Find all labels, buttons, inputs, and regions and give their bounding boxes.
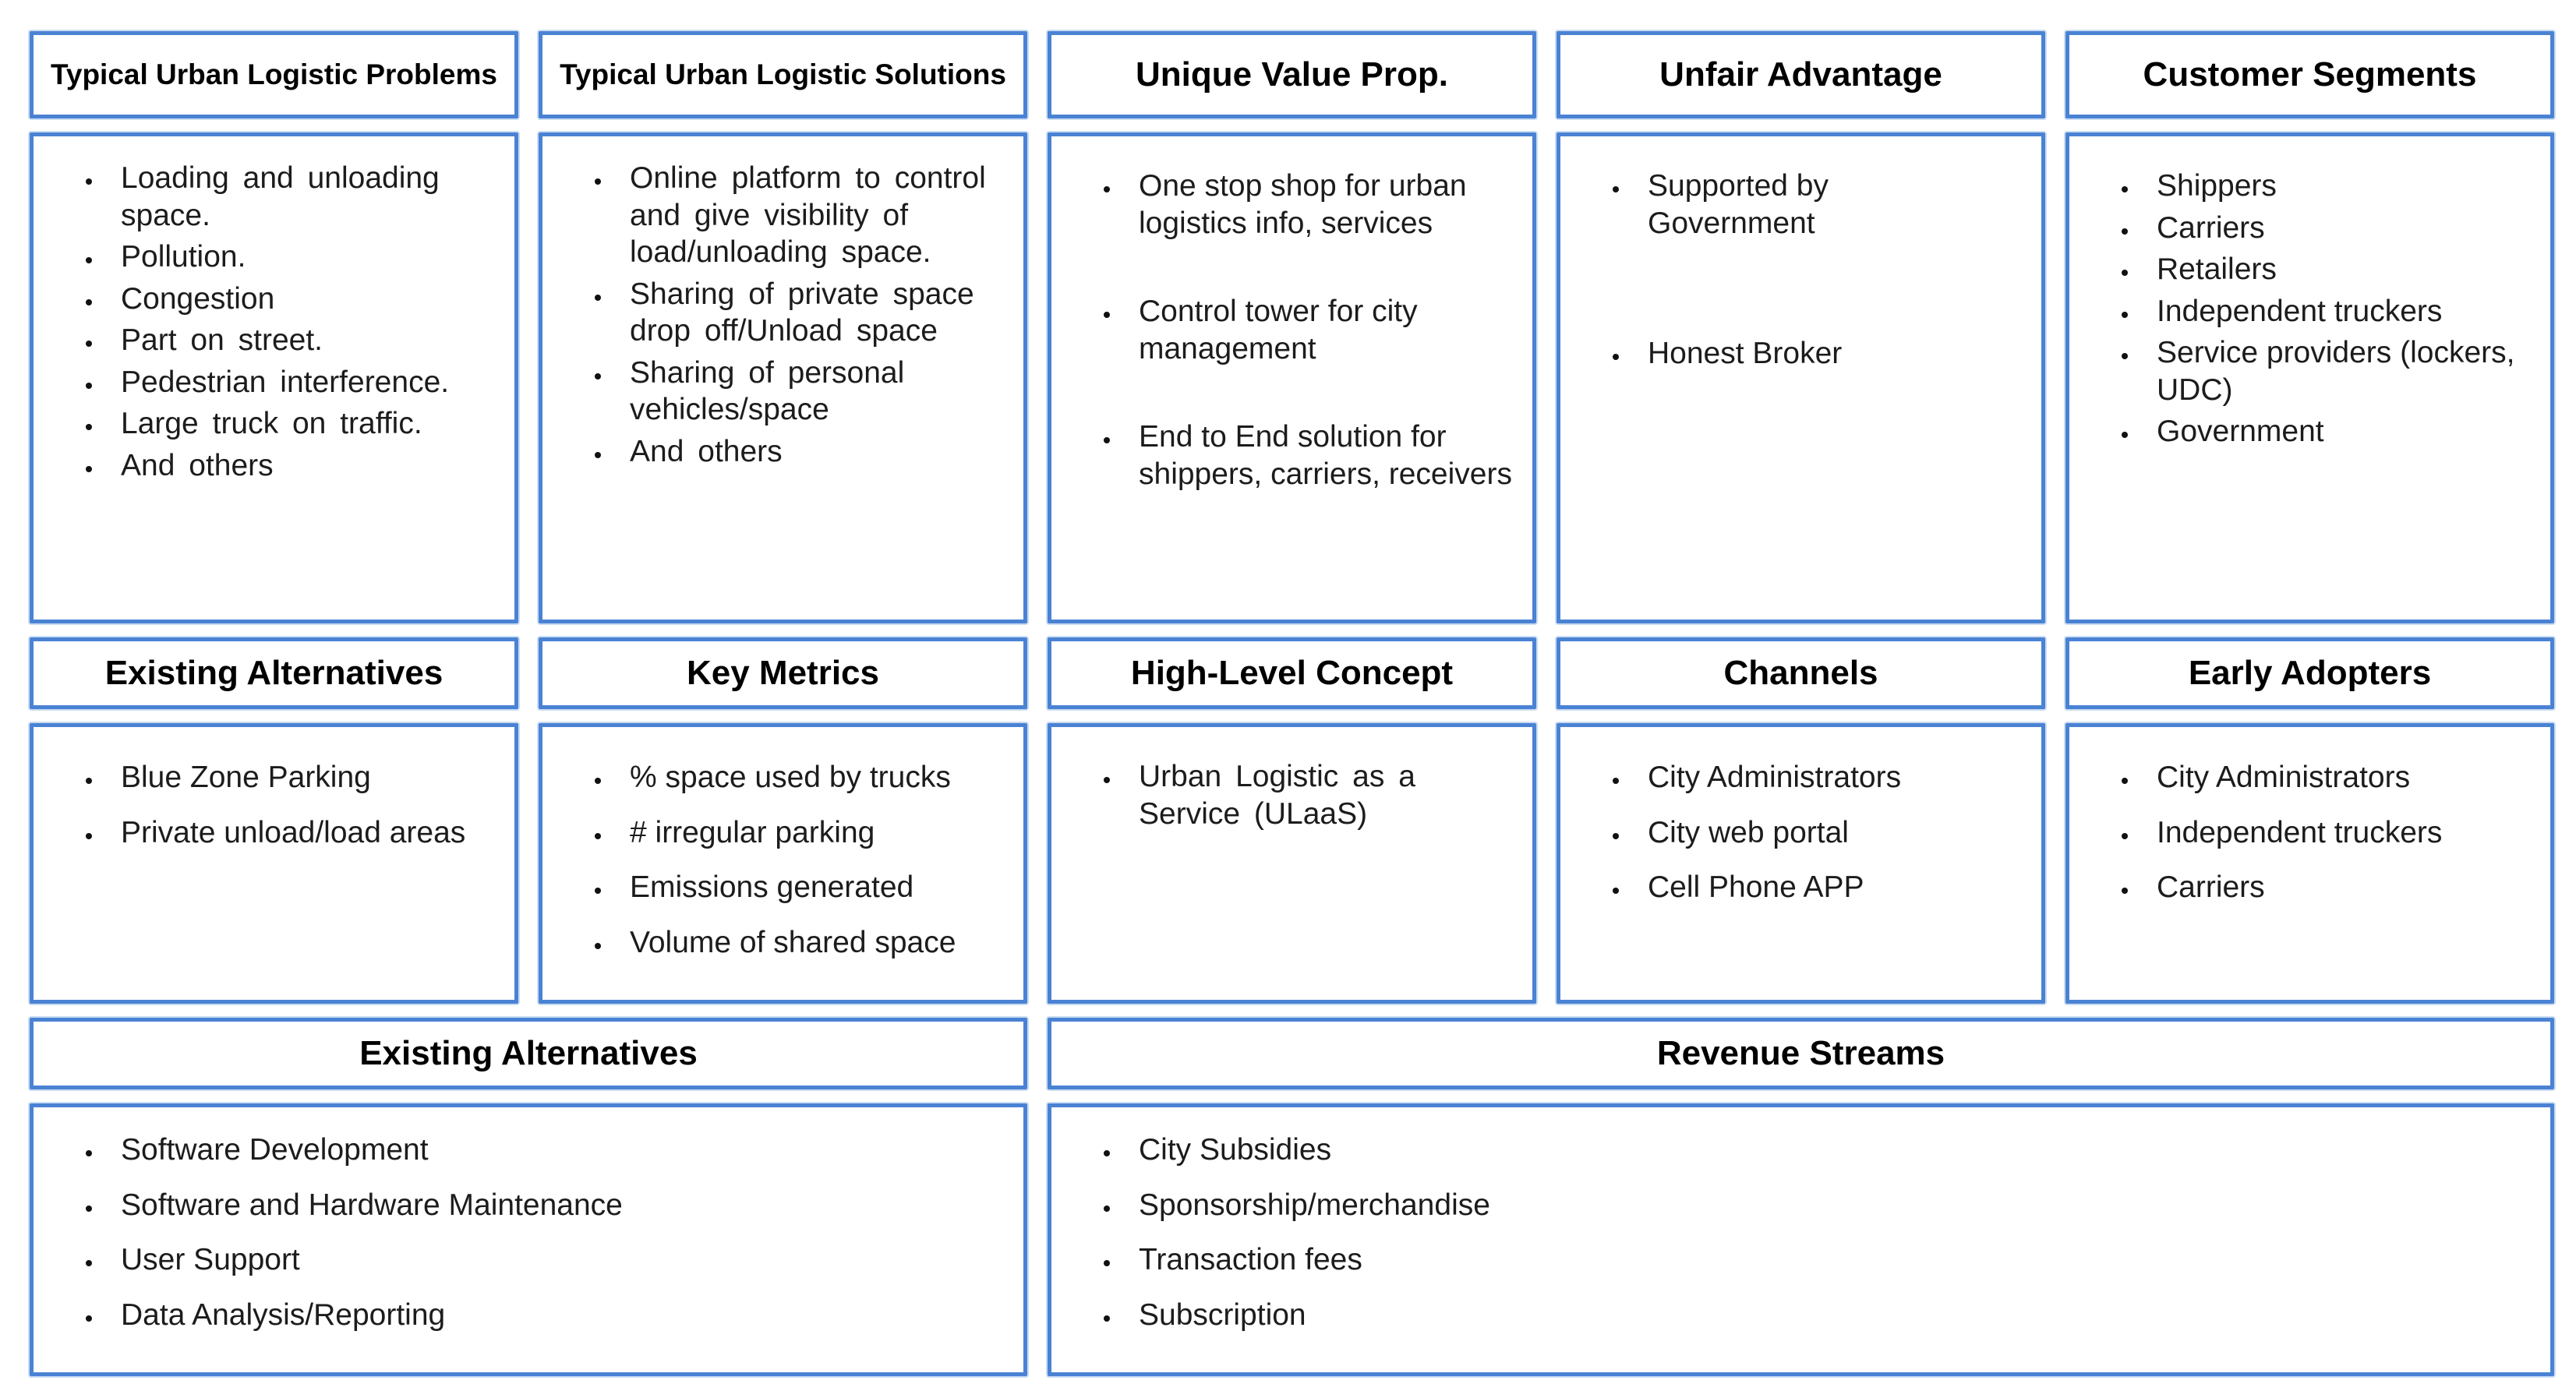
customer-segments-header-label: Customer Segments xyxy=(2143,55,2477,94)
early-adopters-header-label: Early Adopters xyxy=(2188,653,2432,692)
list-item: Private unload/load areas xyxy=(104,814,496,853)
list-item: Honest Broker xyxy=(1631,335,1983,372)
list-item: Subscription xyxy=(1122,1296,2532,1336)
revenue-streams-body: City Subsidies Sponsorship/merchandise T… xyxy=(1048,1103,2554,1376)
list-item: Pollution. xyxy=(104,238,496,276)
list-item: Software and Hardware Maintenance xyxy=(104,1186,1005,1226)
list-item: % space used by trucks xyxy=(613,758,1005,798)
list-item: Urban Logistic as a Service (ULaaS) xyxy=(1122,758,1514,832)
list-item: Shippers xyxy=(2140,168,2532,205)
list-item: Congestion xyxy=(104,281,496,318)
list-item: City Administrators xyxy=(2140,758,2532,798)
list-item: One stop shop for urban logistics info, … xyxy=(1122,168,1514,242)
problems-list: Loading and unloading space. Pollution. … xyxy=(60,160,496,485)
early-adopters-body: City Administrators Independent truckers… xyxy=(2065,723,2554,1004)
list-item: Cell Phone APP xyxy=(1631,868,2023,908)
list-item: Transaction fees xyxy=(1122,1241,2532,1280)
key-metrics-header-label: Key Metrics xyxy=(686,653,879,692)
key-metrics-body: % space used by trucks # irregular parki… xyxy=(539,723,1027,1004)
solutions-header-label: Typical Urban Logistic Solutions xyxy=(560,58,1006,90)
high-level-concept-list: Urban Logistic as a Service (ULaaS) xyxy=(1078,758,1514,832)
existing-alternatives-body: Blue Zone Parking Private unload/load ar… xyxy=(30,723,518,1004)
list-item: Volume of shared space xyxy=(613,923,1005,963)
customer-segments-body: Shippers Carriers Retailers Independent … xyxy=(2065,132,2554,623)
list-item: Sharing of private space drop off/Unload… xyxy=(613,276,1005,350)
list-item: End to End solution for shippers, carrie… xyxy=(1122,418,1514,492)
channels-body: City Administrators City web portal Cell… xyxy=(1557,723,2045,1004)
list-item: Sponsorship/merchandise xyxy=(1122,1186,2532,1226)
list-item: # irregular parking xyxy=(613,814,1005,853)
solutions-list: Online platform to control and give visi… xyxy=(569,160,1005,471)
unique-value-prop-header-label: Unique Value Prop. xyxy=(1136,55,1448,94)
unfair-advantage-header: Unfair Advantage xyxy=(1557,31,2045,118)
cost-structure-header-label: Existing Alternatives xyxy=(359,1033,698,1072)
cost-structure-body: Software Development Software and Hardwa… xyxy=(30,1103,1027,1376)
key-metrics-list: % space used by trucks # irregular parki… xyxy=(569,758,1005,963)
cost-structure-header: Existing Alternatives xyxy=(30,1018,1027,1089)
existing-alternatives-list: Blue Zone Parking Private unload/load ar… xyxy=(60,758,496,853)
list-item: And others xyxy=(104,447,496,485)
channels-header-label: Channels xyxy=(1723,653,1878,692)
list-item: Independent truckers xyxy=(2140,293,2532,330)
solutions-header: Typical Urban Logistic Solutions xyxy=(539,31,1027,118)
key-metrics-header: Key Metrics xyxy=(539,637,1027,709)
early-adopters-header: Early Adopters xyxy=(2065,637,2554,709)
customer-segments-list: Shippers Carriers Retailers Independent … xyxy=(2096,168,2532,450)
list-item: Online platform to control and give visi… xyxy=(613,160,1005,271)
existing-alternatives-header: Existing Alternatives xyxy=(30,637,518,709)
unique-value-prop-header: Unique Value Prop. xyxy=(1048,31,1536,118)
revenue-streams-header-label: Revenue Streams xyxy=(1656,1033,1945,1072)
list-item: User Support xyxy=(104,1241,1005,1280)
list-item: City web portal xyxy=(1631,814,2023,853)
list-item: Sharing of personal vehicles/space xyxy=(613,355,1005,429)
high-level-concept-header-label: High-Level Concept xyxy=(1130,653,1454,692)
channels-list: City Administrators City web portal Cell… xyxy=(1587,758,2023,908)
list-item: Data Analysis/Reporting xyxy=(104,1296,1005,1336)
high-level-concept-header: High-Level Concept xyxy=(1048,637,1536,709)
list-item: Loading and unloading space. xyxy=(104,160,496,234)
list-item: Supported by Government xyxy=(1631,168,1983,242)
unique-value-prop-body: One stop shop for urban logistics info, … xyxy=(1048,132,1536,623)
problems-header-label: Typical Urban Logistic Problems xyxy=(51,58,497,90)
unfair-advantage-header-label: Unfair Advantage xyxy=(1659,55,1942,94)
high-level-concept-body: Urban Logistic as a Service (ULaaS) xyxy=(1048,723,1536,1004)
list-item: And others xyxy=(613,433,1005,471)
existing-alternatives-header-label: Existing Alternatives xyxy=(104,653,443,692)
problems-header: Typical Urban Logistic Problems xyxy=(30,31,518,118)
revenue-streams-list: City Subsidies Sponsorship/merchandise T… xyxy=(1078,1131,2532,1336)
unfair-advantage-list: Supported by Government Honest Broker xyxy=(1587,168,2023,372)
unique-value-prop-list: One stop shop for urban logistics info, … xyxy=(1078,168,1514,492)
list-item: Control tower for city management xyxy=(1122,293,1514,367)
list-item: Blue Zone Parking xyxy=(104,758,496,798)
early-adopters-list: City Administrators Independent truckers… xyxy=(2096,758,2532,908)
list-item: Carriers xyxy=(2140,210,2532,247)
list-item: Service providers (lockers, UDC) xyxy=(2140,334,2532,408)
list-item: Carriers xyxy=(2140,868,2532,908)
customer-segments-header: Customer Segments xyxy=(2065,31,2554,118)
list-item: Independent truckers xyxy=(2140,814,2532,853)
solutions-body: Online platform to control and give visi… xyxy=(539,132,1027,623)
list-item: City Subsidies xyxy=(1122,1131,2532,1170)
list-item: Large truck on traffic. xyxy=(104,405,496,443)
list-item: Government xyxy=(2140,413,2532,450)
list-item: City Administrators xyxy=(1631,758,2023,798)
list-item: Retailers xyxy=(2140,251,2532,288)
list-item: Pedestrian interference. xyxy=(104,364,496,401)
cost-structure-list: Software Development Software and Hardwa… xyxy=(60,1131,1005,1336)
list-item: Software Development xyxy=(104,1131,1005,1170)
unfair-advantage-body: Supported by Government Honest Broker xyxy=(1557,132,2045,623)
problems-body: Loading and unloading space. Pollution. … xyxy=(30,132,518,623)
revenue-streams-header: Revenue Streams xyxy=(1048,1018,2554,1089)
list-item: Emissions generated xyxy=(613,868,1005,908)
list-item: Part on street. xyxy=(104,322,496,359)
channels-header: Channels xyxy=(1557,637,2045,709)
